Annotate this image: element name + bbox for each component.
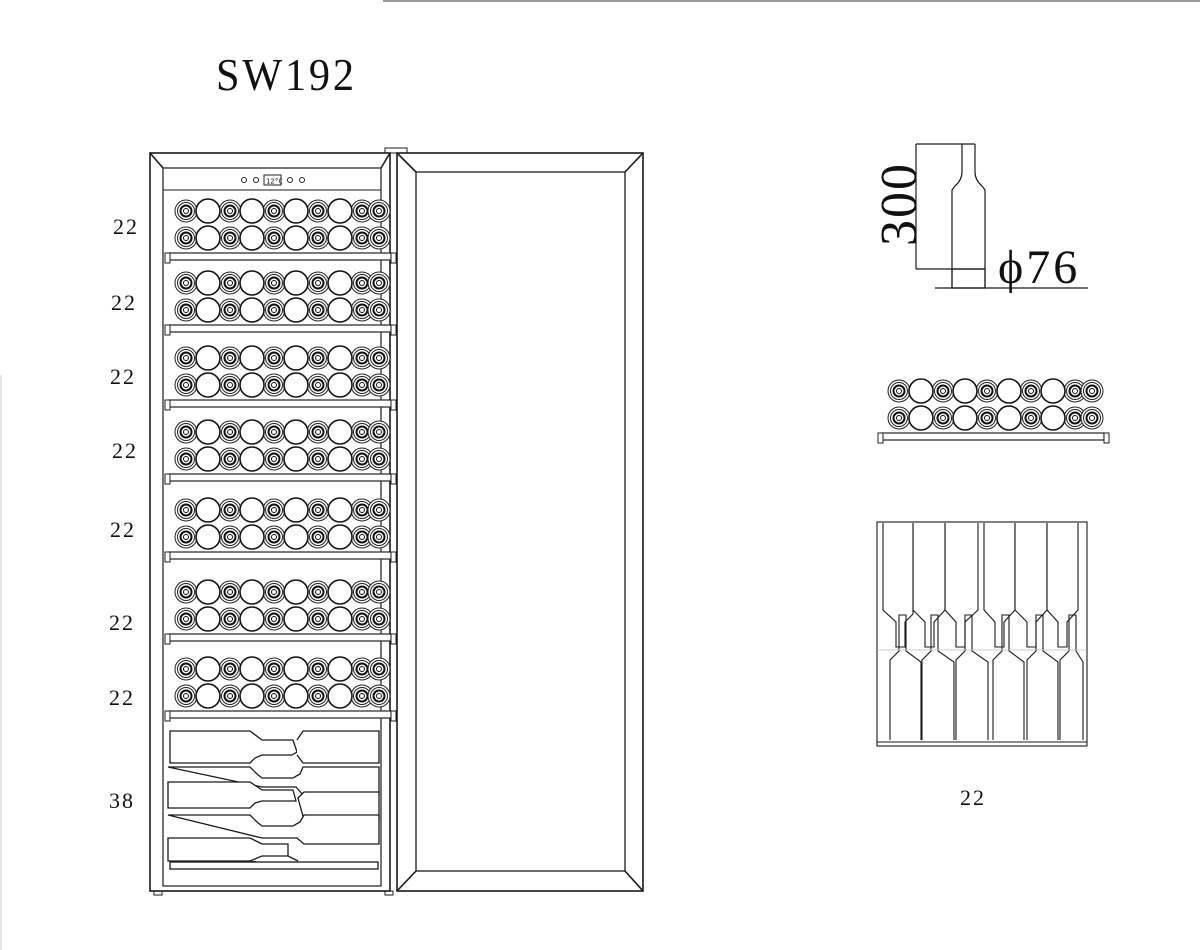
side-view-count-label: 22 — [960, 785, 986, 810]
rack-count-label-2: 22 — [111, 290, 137, 315]
bottom-stack-section — [167, 730, 380, 870]
temperature-display: 12°C — [266, 178, 283, 186]
rack-detail-drawing — [878, 379, 1109, 443]
bottom-section-count-label: 38 — [109, 788, 135, 813]
side-view-drawing — [876, 521, 1088, 747]
rack-count-label-7: 22 — [109, 685, 135, 710]
page-top-border — [383, 0, 1200, 2]
rack-count-label-3: 22 — [110, 364, 136, 389]
model-title: SW192 — [216, 49, 357, 100]
rack-count-label-5: 22 — [110, 517, 136, 542]
rack-count-label-1: 22 — [113, 214, 139, 239]
rack-count-label-6: 22 — [109, 610, 135, 635]
open-door — [396, 152, 644, 892]
control-panel — [241, 174, 305, 186]
rack-count-label-4: 22 — [112, 438, 138, 463]
bottle-spec-drawing — [915, 143, 1088, 289]
wine-racks — [165, 199, 396, 721]
bottle-diameter-label: ϕ76 — [998, 241, 1081, 294]
page-left-border — [0, 375, 2, 950]
